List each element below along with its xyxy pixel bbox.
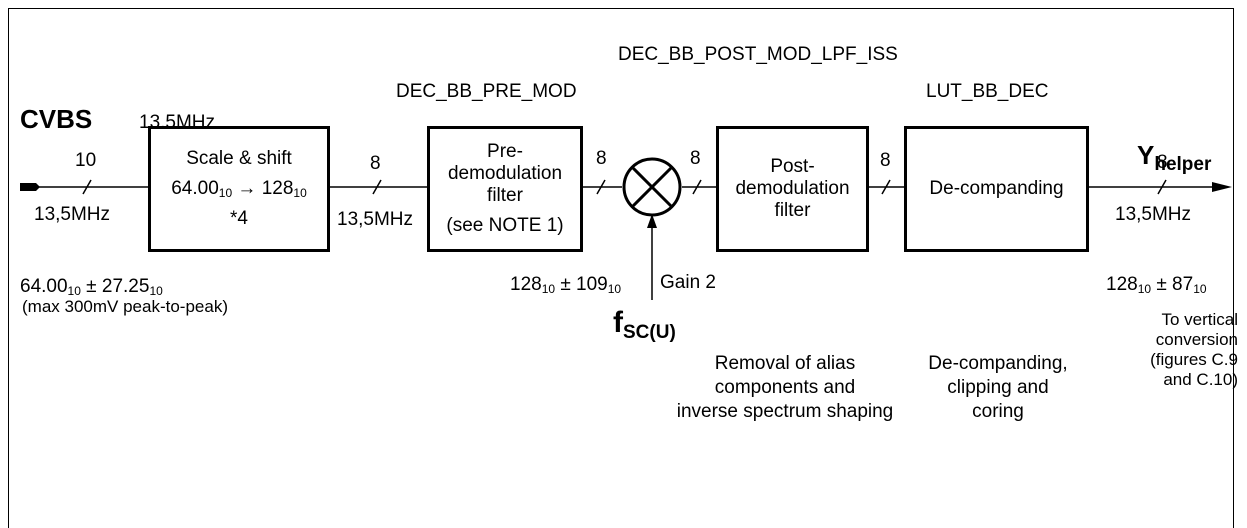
scale-line3: *4 bbox=[230, 208, 248, 229]
input-range-note: (max 300mV peak-to-peak) bbox=[22, 297, 228, 316]
input-rate: 13,5MHz bbox=[34, 204, 111, 225]
mixer-range: 12810 ± 10910 bbox=[510, 274, 622, 296]
bus1-width: 8 bbox=[370, 153, 381, 174]
output-rate: 13,5MHz bbox=[1115, 204, 1192, 225]
post-demod-filter-block: Post- demodulation filter bbox=[716, 126, 869, 252]
slash-1 bbox=[372, 179, 382, 195]
output-destination: To vertical conversion (figures C.9 and … bbox=[1150, 310, 1238, 389]
gain-label: Gain 2 bbox=[660, 272, 716, 293]
input-marker bbox=[20, 183, 40, 191]
output-title: Yhelper bbox=[1137, 140, 1212, 175]
scale-shift-block: Scale & shift 64.0010 → 12810 *4 bbox=[148, 126, 330, 252]
slash-output bbox=[1157, 179, 1167, 195]
bus1-rate: 13,5MHz bbox=[337, 209, 414, 230]
decompanding-block: De-companding bbox=[904, 126, 1089, 252]
pre-line4: (see NOTE 1) bbox=[446, 215, 564, 236]
scale-line1: Scale & shift bbox=[186, 148, 292, 169]
carrier-label: fSC(U) bbox=[613, 306, 676, 343]
slash-3 bbox=[692, 179, 702, 195]
input-range: 64.0010 ± 27.2510 bbox=[20, 276, 163, 298]
decomp-description: De-companding, clipping and coring bbox=[928, 353, 1068, 422]
bus2-width: 8 bbox=[596, 148, 607, 169]
pre-mod-label: DEC_BB_PRE_MOD bbox=[396, 81, 577, 102]
slash-input bbox=[82, 179, 92, 195]
bus3-width: 8 bbox=[690, 148, 701, 169]
decomp-line1: De-companding bbox=[929, 178, 1064, 199]
post-line1: Post- bbox=[770, 156, 815, 177]
lut-label: LUT_BB_DEC bbox=[926, 81, 1049, 102]
input-width: 10 bbox=[75, 150, 97, 171]
scale-line2: 64.0010 → 12810 bbox=[171, 178, 307, 200]
output-range: 12810 ± 8710 bbox=[1106, 274, 1207, 296]
mixer-icon bbox=[622, 157, 682, 217]
output-width: 8 bbox=[1157, 152, 1168, 173]
carrier-arrowhead bbox=[647, 214, 657, 228]
slash-4 bbox=[881, 179, 891, 195]
signal-path bbox=[20, 157, 1232, 300]
pre-line2: demodulation bbox=[447, 163, 563, 184]
pre-line3: filter bbox=[487, 185, 523, 206]
pre-line1: Pre- bbox=[487, 141, 523, 162]
lpf-iss-label: DEC_BB_POST_MOD_LPF_ISS bbox=[618, 44, 898, 65]
post-filter-description: Removal of alias components and inverse … bbox=[676, 353, 894, 422]
post-line2: demodulation bbox=[735, 178, 850, 199]
diagram-frame bbox=[8, 8, 1234, 528]
pre-demod-filter-block: Pre- demodulation filter (see NOTE 1) bbox=[427, 126, 583, 252]
post-line3: filter bbox=[774, 200, 811, 221]
bus4-width: 8 bbox=[880, 150, 891, 171]
input-title: CVBS bbox=[20, 104, 93, 134]
slash-2 bbox=[596, 179, 606, 195]
output-arrowhead bbox=[1212, 182, 1232, 192]
